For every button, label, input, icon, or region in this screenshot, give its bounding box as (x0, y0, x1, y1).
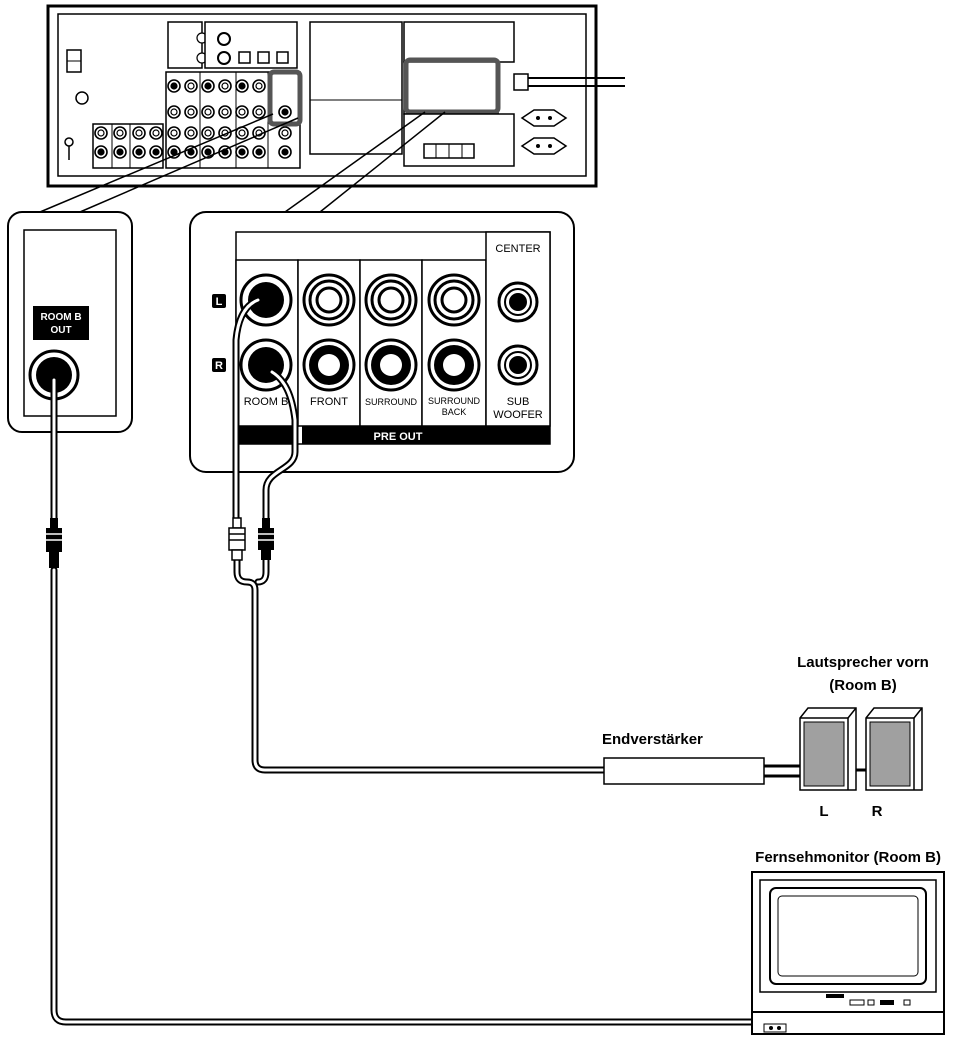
panel-jack-center (221, 82, 229, 90)
panel-jack-center (170, 82, 178, 90)
panel-jack-center (255, 148, 263, 156)
surround-back-label-line1: SURROUND (428, 396, 481, 406)
panel-jack-center (221, 108, 229, 116)
panel-jack-center (255, 108, 263, 116)
sub-label-line2: WOOFER (493, 409, 543, 421)
room-b-out-detail-box: ROOM B OUT (7, 211, 133, 433)
surround-back-l-jack (427, 273, 481, 327)
surround-back-r-jack (427, 338, 481, 392)
surround-r-jack (364, 338, 418, 392)
speaker-right-label: R (872, 803, 883, 820)
room-b-out-label-line2: OUT (50, 325, 71, 336)
tv-monitor: Fernsehmonitor (Room B) (751, 849, 945, 1035)
front-l-jack (302, 273, 356, 327)
panel-jack-center (255, 82, 263, 90)
panel-jack-center (238, 129, 246, 137)
zoom-callout-lines (39, 111, 446, 213)
panel-jack-center (238, 82, 246, 90)
subwoofer-jack (497, 344, 539, 386)
panel-jack-center (281, 108, 289, 116)
panel-jack-center (170, 108, 178, 116)
front-r-jack (302, 338, 356, 392)
speakers-label-line1: Lautsprecher vorn (797, 654, 929, 671)
speaker-left-label: L (819, 803, 828, 820)
rca-plug-left (228, 517, 246, 561)
room-b-out-label-line1: ROOM B (40, 312, 81, 323)
panel-jack-center (204, 82, 212, 90)
amplifier-label: Endverstärker (602, 731, 703, 748)
center-label: CENTER (495, 243, 540, 255)
channel-r-badge (212, 358, 226, 372)
panel-jack-center (238, 108, 246, 116)
panel-jack-center (152, 129, 160, 137)
panel-jack-center (116, 129, 124, 137)
sub-label-line1: SUB (507, 396, 530, 408)
panel-jack-center (187, 82, 195, 90)
channel-r-label: R (215, 360, 223, 372)
tv-monitor-label: Fernsehmonitor (Room B) (755, 849, 941, 866)
audio-cable-inner (234, 298, 606, 772)
receiver-rear-panel (46, 4, 625, 188)
rca-plug-right (258, 518, 274, 560)
rca-plug-video (46, 518, 62, 568)
panel-jack-center (135, 129, 143, 137)
panel-jack-center (204, 108, 212, 116)
panel-jack-center (281, 148, 289, 156)
center-jack (497, 281, 539, 323)
panel-jack-center (170, 129, 178, 137)
panel-jack-center (238, 148, 246, 156)
panel-jack-center (204, 129, 212, 137)
surround-l-jack (364, 273, 418, 327)
panel-jack-center (97, 148, 105, 156)
front-speakers: Lautsprecher vorn (Room B) L R (797, 654, 929, 820)
speakers-label-line2: (Room B) (829, 677, 897, 694)
panel-jack-center (97, 129, 105, 137)
channel-l-badge (212, 294, 226, 308)
speaker-left (799, 707, 857, 791)
panel-jack-center (281, 129, 289, 137)
video-cable (50, 376, 756, 1026)
panel-jack-center (152, 148, 160, 156)
speaker-right (865, 707, 923, 791)
pre-out-detail-panel: PRE OUT L R (189, 211, 575, 473)
channel-l-label: L (216, 296, 223, 308)
room-b-r-jack (239, 338, 293, 392)
pre-out-label: PRE OUT (374, 431, 423, 443)
panel-jack-center (204, 148, 212, 156)
front-label: FRONT (310, 396, 348, 408)
panel-jack-center (187, 129, 195, 137)
surround-back-label-line2: BACK (442, 407, 467, 417)
panel-jack-center (187, 108, 195, 116)
room-b-label: ROOM B (244, 396, 289, 408)
room-b-video-out-jack (28, 349, 80, 401)
room-b-l-jack (239, 273, 293, 327)
panel-jack-center (116, 148, 124, 156)
panel-jack-center (135, 148, 143, 156)
room-b-out-label-bg (33, 306, 89, 340)
surround-label: SURROUND (365, 397, 418, 407)
